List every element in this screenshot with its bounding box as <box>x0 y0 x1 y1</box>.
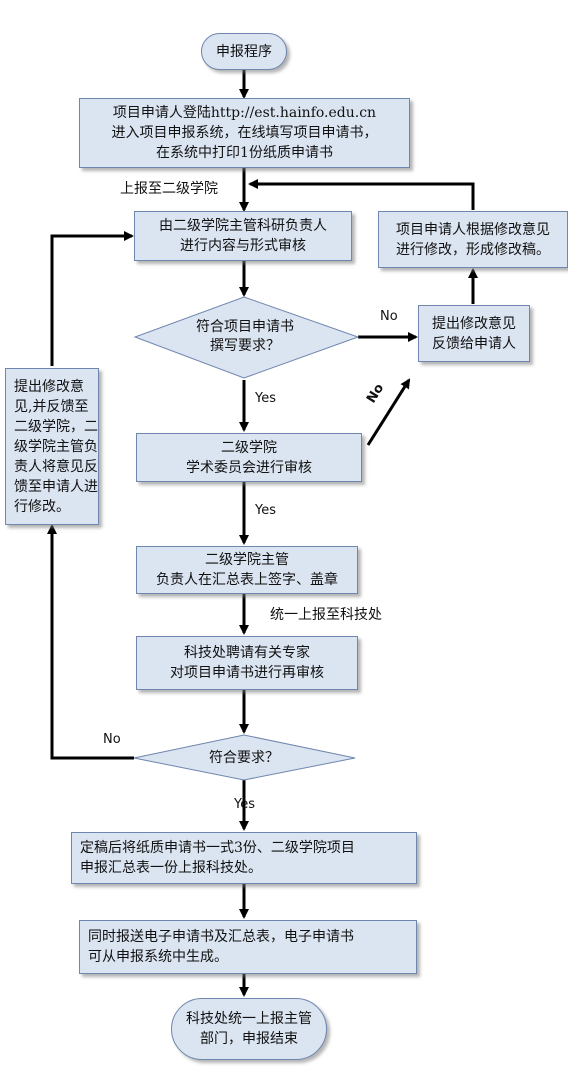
label-no-3: No <box>103 732 121 747</box>
login-step-box: 项目申请人登陆http://est.hainfo.edu.cn 进入项目申报系统… <box>79 98 410 168</box>
label-yes-1: Yes <box>255 391 276 406</box>
finalize-box: 定稿后将纸质申请书一式3份、二级学院项目 申报汇总表一份上报科技处。 <box>71 832 417 884</box>
end-node: 科技处统一上报主管 部门，申报结束 <box>171 998 327 1060</box>
sign-seal-box: 二级学院主管 负责人在汇总表上签字、盖章 <box>136 546 358 594</box>
edge-academic-feedback <box>366 378 411 446</box>
label-submit-tech: 统一上报至科技处 <box>270 607 382 623</box>
edge-left-feedback-college <box>50 231 134 366</box>
academic-committee-box: 二级学院 学术委员会进行审核 <box>136 433 362 482</box>
decision-check-final: 符合要求？ <box>209 749 279 766</box>
label-yes-3: Yes <box>234 797 255 812</box>
label-yes-2: Yes <box>255 503 276 518</box>
label-no-1: No <box>380 309 398 324</box>
feedback-box: 提出修改意见 反馈给申请人 <box>418 305 530 362</box>
label-submit-college: 上报至二级学院 <box>120 181 218 197</box>
decision-check-format-shape <box>133 296 360 379</box>
decision-check-final-shape <box>133 734 356 781</box>
revise-box: 项目申请人根据修改意见 进行修改，形成修改稿。 <box>378 211 568 268</box>
edge-revise-return <box>248 179 475 210</box>
electronic-submit-box: 同时报送电子申请书及汇总表，电子申请书 可从申报系统中生成。 <box>79 920 417 974</box>
edge-check-final-left-feedback <box>47 524 134 760</box>
start-node: 申报程序 <box>201 33 287 70</box>
expert-review-box: 科技处聘请有关专家 对项目申请书进行再审核 <box>136 636 358 690</box>
left-feedback-box: 提出修改意 见,并反馈至 二级学院，二 级学院主管负 责人将意见反 馈至申请人进… <box>5 368 99 525</box>
decision-check-format: 符合项目申请书 撰写要求？ <box>196 319 294 354</box>
college-review-box: 由二级学院主管科研负责人 进行内容与形式审核 <box>134 211 352 261</box>
